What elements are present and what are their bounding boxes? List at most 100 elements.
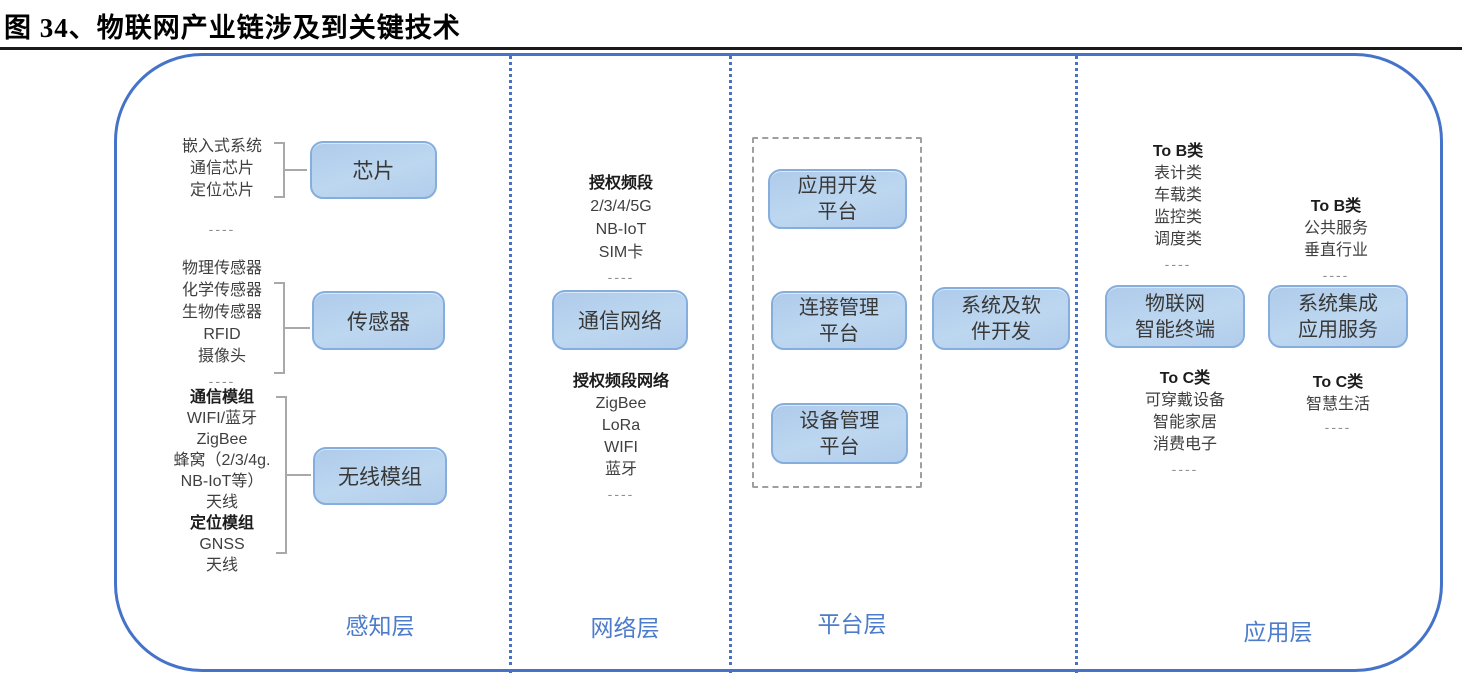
box-label: 无线模组 [338, 466, 422, 489]
system-software-dev-box: 系统及软 件开发 [932, 287, 1070, 350]
ellipsis-dashes: ---- [607, 269, 635, 285]
unlicensed-band-list: 授权频段网络 ZigBee LoRa WIFI 蓝牙 ---- [573, 371, 669, 505]
list-group-head: 授权频段 [588, 175, 654, 192]
box-label: 平台 [819, 322, 859, 345]
chip-bracket [274, 142, 307, 198]
box-label: 系统集成 [1298, 292, 1378, 315]
box-label: 通信网络 [578, 310, 662, 333]
list-item: 蜂窝（2/3/4g. [173, 452, 271, 469]
figure-title: 图 34、物联网产业链涉及到关键技术 [4, 13, 461, 43]
list-item: 定位芯片 [189, 182, 255, 199]
list-item: 公共服务 [1303, 220, 1369, 237]
box-label: 芯片 [352, 160, 395, 183]
application-layer-label: 应用层 [1243, 619, 1313, 645]
list-item: LoRa [601, 417, 641, 434]
ellipsis-dashes: ---- [607, 486, 635, 502]
wireless-bracket [276, 396, 311, 554]
list-item: 垂直行业 [1303, 242, 1369, 259]
list-group-head: To B类 [1152, 143, 1204, 160]
device-mgmt-platform-box: 设备管理 平台 [771, 403, 908, 464]
list-group-head: 通信模组 [189, 389, 254, 406]
list-item: SIM卡 [598, 244, 644, 261]
iot-terminal-box: 物联网 智能终端 [1105, 285, 1245, 348]
layer-separator-2 [729, 55, 732, 673]
system-integration-box: 系统集成 应用服务 [1268, 285, 1408, 348]
list-item: NB-IoT等） [180, 473, 264, 490]
list-group-head: To C类 [1312, 374, 1364, 391]
list-item: 智能家居 [1152, 414, 1218, 431]
list-item: 化学传感器 [181, 282, 263, 299]
box-label: 系统及软 [961, 294, 1041, 317]
platform-group-outline [752, 137, 922, 488]
list-item: WIFI/蓝牙 [186, 410, 258, 427]
box-label: 传感器 [347, 310, 410, 334]
list-group-head: 定位模组 [189, 515, 254, 532]
to-b-service-list: To B类 公共服务 垂直行业 ---- [1304, 196, 1368, 286]
ellipsis-dashes: ---- [1164, 256, 1192, 272]
list-item: NB-IoT [595, 221, 647, 238]
to-c-terminal-list: To C类 可穿戴设备 智能家居 消费电子 ---- [1145, 368, 1225, 480]
box-label: 应用服务 [1298, 318, 1378, 341]
communication-network-box: 通信网络 [552, 290, 688, 350]
box-label: 连接管理 [799, 296, 879, 319]
list-item: ZigBee [196, 431, 248, 448]
industry-chain-frame [114, 53, 1443, 672]
app-dev-platform-box: 应用开发 平台 [768, 169, 907, 229]
sensor-bracket [274, 282, 310, 374]
ellipsis-dashes: ---- [208, 373, 236, 389]
perception-layer-label: 感知层 [345, 613, 415, 639]
ellipsis-dashes: ---- [1324, 419, 1352, 435]
box-label: 物联网 [1145, 292, 1205, 315]
ellipsis-dashes: ---- [1322, 267, 1350, 283]
list-item: 通信芯片 [189, 160, 255, 177]
list-item: 监控类 [1153, 209, 1202, 226]
box-label: 智能终端 [1135, 318, 1215, 341]
list-item: 生物传感器 [181, 304, 263, 321]
chip-box: 芯片 [310, 141, 437, 199]
bracket-connector [285, 474, 311, 476]
box-label: 件开发 [971, 320, 1031, 343]
list-item: 天线 [205, 494, 238, 511]
connection-mgmt-platform-box: 连接管理 平台 [771, 291, 907, 350]
licensed-band-list: 授权频段 2/3/4/5G NB-IoT SIM卡 ---- [589, 172, 653, 289]
list-item: 摄像头 [197, 348, 247, 365]
ellipsis-dashes: ---- [1171, 461, 1199, 477]
sensor-input-list: 物理传感器 化学传感器 生物传感器 RFID 摄像头 ---- [182, 258, 262, 392]
box-label: 应用开发 [797, 175, 878, 197]
list-group-head: 授权频段网络 [572, 373, 670, 390]
layer-separator-1 [509, 55, 512, 673]
list-item: 消费电子 [1152, 436, 1218, 453]
list-item: GNSS [199, 536, 245, 553]
to-c-service-list: To C类 智慧生活 ---- [1306, 372, 1370, 438]
ellipsis-dashes: ---- [208, 221, 236, 237]
list-group-head: To C类 [1159, 370, 1211, 387]
platform-layer-label: 平台层 [817, 611, 887, 637]
to-b-terminal-list: To B类 表计类 车载类 监控类 调度类 ---- [1153, 141, 1203, 275]
title-divider [0, 47, 1462, 50]
list-item: 嵌入式系统 [181, 138, 263, 155]
wireless-module-input-list: 通信模组 WIFI/蓝牙 ZigBee 蜂窝（2/3/4g. NB-IoT等） … [174, 387, 271, 576]
list-item: 2/3/4/5G [590, 198, 652, 215]
chip-input-list: 嵌入式系统 通信芯片 定位芯片 ---- [182, 136, 262, 240]
box-label: 设备管理 [799, 409, 880, 432]
network-layer-label: 网络层 [590, 615, 660, 641]
bracket-connector [283, 169, 307, 171]
list-item: 天线 [205, 557, 238, 574]
sensor-box: 传感器 [312, 291, 445, 350]
list-item: RFID [203, 326, 241, 343]
box-label: 平台 [817, 201, 858, 223]
list-item: 可穿戴设备 [1144, 392, 1226, 409]
list-item: ZigBee [595, 395, 647, 412]
wireless-module-box: 无线模组 [313, 447, 447, 505]
list-item: 调度类 [1153, 231, 1202, 248]
box-label: 平台 [819, 435, 860, 458]
list-item: 蓝牙 [604, 461, 638, 478]
layer-separator-3 [1075, 55, 1078, 673]
list-group-head: To B类 [1310, 198, 1362, 215]
list-item: 车载类 [1153, 187, 1202, 204]
list-item: 物理传感器 [181, 260, 263, 277]
bracket-connector [283, 327, 310, 329]
list-item: 表计类 [1153, 165, 1202, 182]
list-item: WIFI [604, 439, 638, 456]
